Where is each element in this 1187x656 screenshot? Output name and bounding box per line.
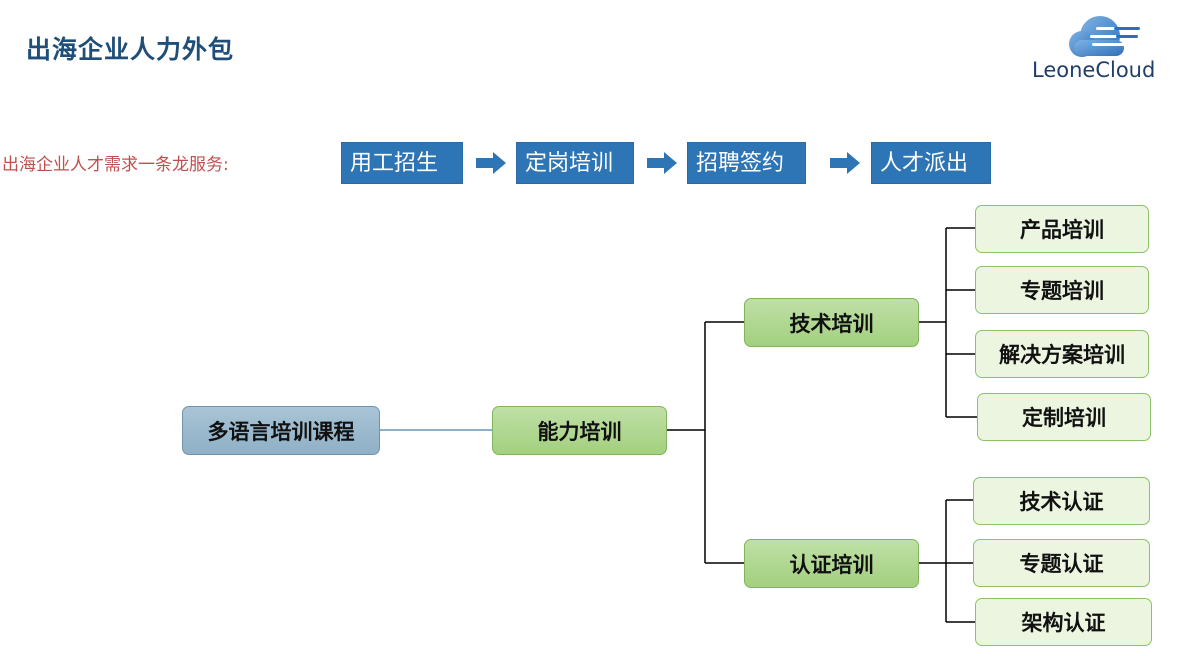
node-product-training: 产品培训 bbox=[975, 205, 1149, 253]
node-architecture-certification: 架构认证 bbox=[975, 598, 1152, 646]
node-cert-training: 认证培训 bbox=[744, 539, 919, 588]
node-topic-training: 专题培训 bbox=[975, 266, 1149, 314]
service-flow-label: 出海企业人才需求一条龙服务: bbox=[2, 155, 229, 175]
page-title: 出海企业人力外包 bbox=[26, 35, 235, 64]
logo-text: LeoneCloud bbox=[1032, 58, 1156, 82]
flow-step-contract: 招聘签约 bbox=[687, 142, 806, 184]
flow-step-dispatch: 人才派出 bbox=[871, 142, 991, 184]
node-topic-certification: 专题认证 bbox=[973, 539, 1150, 587]
node-tech-training: 技术培训 bbox=[744, 298, 919, 347]
node-ability-training: 能力培训 bbox=[492, 406, 667, 455]
node-root-multilingual-course: 多语言培训课程 bbox=[182, 406, 380, 455]
node-solution-training: 解决方案培训 bbox=[975, 330, 1149, 378]
right-arrow-icon bbox=[830, 152, 860, 174]
right-arrow-icon bbox=[647, 152, 677, 174]
cloud-logo-icon bbox=[1069, 16, 1140, 57]
flow-step-training: 定岗培训 bbox=[516, 142, 634, 184]
right-arrow-icon bbox=[476, 152, 506, 174]
flow-step-recruit: 用工招生 bbox=[341, 142, 463, 184]
node-custom-training: 定制培训 bbox=[977, 393, 1151, 441]
node-tech-certification: 技术认证 bbox=[973, 477, 1150, 525]
